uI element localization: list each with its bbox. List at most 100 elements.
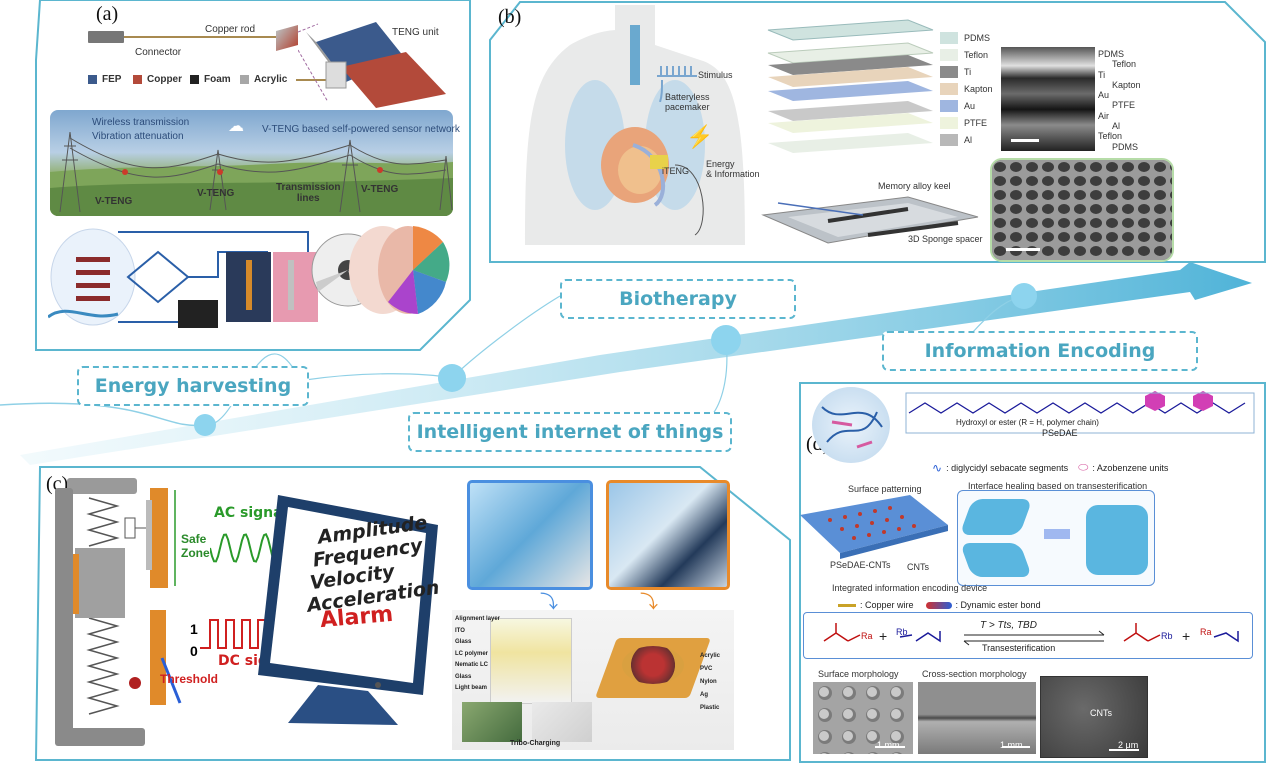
arrow-down-blue: ⤵ [540,592,558,612]
layer-name: Au [964,100,976,111]
patterned-film [800,495,948,559]
psedae-label: PSeDAE [1042,428,1078,438]
layer-legend-item: PDMS [940,29,993,46]
vibration-label: Vibration attenuation [92,131,184,142]
monitor-text: Amplitude Frequency Velocity Acceleratio… [297,511,441,617]
layer-legend-item: PTFE [940,114,993,131]
teng-unit-illustration [296,22,446,108]
layer-swatch [940,133,958,146]
layer-swatch [940,116,958,129]
segments-legend: ∿: diglycidyl sebacate segments ⬭: Azobe… [932,460,1169,475]
cross-section-morphology-label: Cross-section morphology [922,669,1027,679]
photo-box-blue [467,480,593,590]
legend-fep: FEP [88,74,121,85]
panel-c-frame [34,466,791,761]
sem-layer-label: Teflon [1112,59,1137,70]
svg-text:+: + [1182,628,1190,644]
safe-zone-label: Safe Zone [181,532,210,560]
sem-cross-image [918,682,1036,754]
timeline-node [1011,283,1037,309]
lc-layer-label: Light beam [455,685,488,691]
scale-1: 1 mm [877,740,900,750]
pacemaker-label: Batteryless pacemaker [665,92,710,112]
stimulus-comb [657,66,697,102]
base-block [88,31,124,43]
sem-layer-label: Air [1098,110,1109,121]
layer-name: Teflon [964,49,989,60]
copper-rod-label: Copper rod [205,24,256,35]
arrow-down-orange: ⤵ [640,592,658,612]
legend-copper: Copper [133,74,182,85]
scale-2: 1 mm [1000,740,1023,750]
wireless-label: Wireless transmission [92,117,190,128]
iteng-label: iTENG [662,166,689,176]
landscape-image [50,110,453,216]
network-label: V-TENG based self-powered sensor network [262,124,460,135]
tag-iot: Intelligent internet of things [408,412,732,452]
segment-swatch: ∿ [932,460,943,475]
energy-info-label: Energy & Information [706,159,760,179]
wire-legend: : Copper wire : Dynamic ester bond [838,600,1041,610]
scale-3: 2 μm [1118,740,1139,750]
memory-keel-label: Memory alloy keel [878,181,951,191]
sem-layer-label: PDMS [1112,141,1139,152]
interface-healing-label: Interface healing based on transesterifi… [968,481,1148,491]
stimulus-label: Stimulus [698,70,733,80]
sem-layer-label: Teflon [1098,131,1123,142]
transmission-lines-label: Transmission lines [276,182,341,204]
layer-swatch [940,48,958,61]
hydroxyl-label: Hydroxyl or ester (R = H, polymer chain) [956,418,1099,427]
connector-label: Connector [135,47,182,58]
layer-swatch [940,99,958,112]
material-label: Acrylic [700,653,721,659]
spring-device [55,478,145,746]
vteng-label-1: V-TENG [95,196,133,207]
circuit-illustration [48,226,450,328]
one-label: 1 [190,621,198,637]
svg-text:Rb: Rb [896,627,908,637]
material-label: Nylon [700,679,717,685]
sem-cross-section [1001,47,1095,151]
svg-text:+: + [879,628,887,644]
sponge-spacer-label: 3D Sponge spacer [908,234,983,244]
material-label: PVC [700,666,713,672]
timeline-node [194,414,216,436]
layer-legend-item: Au [940,97,993,114]
sensor-strips [124,488,182,705]
dynamic-bond-swatch [925,601,952,609]
sem-layer-label: Au [1098,90,1110,101]
layer-name: Al [964,134,973,145]
panel-b-letter: (b) [498,6,522,28]
ac-signal-label: AC signal [214,505,288,521]
layer-legend-item: Teflon [940,46,993,63]
sem-cnts-image [1040,676,1148,758]
sem-layer-label: PTFE [1112,100,1136,111]
tag-information-encoding: Information Encoding [882,331,1198,371]
zoom-dashes [298,23,329,103]
layer-swatch [940,82,958,95]
legend-foam: Foam [190,74,231,85]
integrated-label: Integrated information encoding device [832,583,988,593]
svg-text:Rb: Rb [1161,631,1173,641]
sem-layer-label: PDMS [1098,49,1125,59]
lightning-icon: ⚡ [686,124,714,149]
layer-name: Ti [964,66,972,77]
layer-legend-item: Kapton [940,80,993,97]
material-label: Ag [700,692,708,698]
timeline-node [711,325,741,355]
vteng-label-2: V-TENG [197,188,235,199]
timeline-arrow [20,262,1252,465]
network-bubble [812,387,890,463]
panel-b-frame [489,1,1266,263]
photo-box-orange [606,480,730,590]
panel-a-frame [35,0,471,351]
azo-swatch: ⬭ [1078,460,1089,474]
svg-text:Ra: Ra [1200,627,1212,637]
lc-layer-label: ITO [455,627,465,634]
lc-layer-label: Alignment layer [455,616,501,622]
copper-rod-line [124,36,276,38]
